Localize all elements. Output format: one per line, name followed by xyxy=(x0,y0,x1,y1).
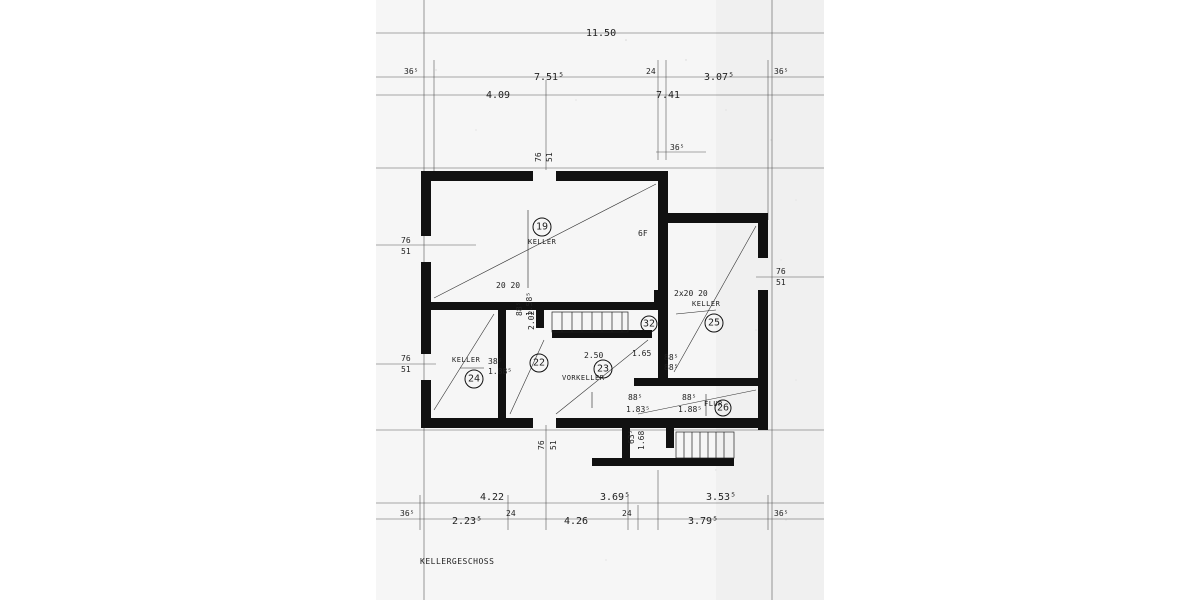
grey-scan-area xyxy=(716,0,824,600)
dim-int-1585: 1.58⁵ xyxy=(525,292,534,316)
room-label-19: KELLER xyxy=(528,238,557,246)
room-label-25: KELLER xyxy=(692,300,721,308)
room-diagonals xyxy=(433,183,757,415)
dim-int-1835: 1.83⁵ xyxy=(626,405,650,414)
room-circles xyxy=(464,217,732,417)
dim-int-202: 2.02 xyxy=(527,311,536,330)
dim-window-left2-a: 76 xyxy=(401,354,411,363)
stair-upper xyxy=(551,311,629,333)
room-number-24: 24 xyxy=(468,374,480,385)
dim-int-168: 1.68 xyxy=(637,431,646,450)
dim-int-885c: 88⁵ xyxy=(628,393,642,402)
dim-int-1885: 1.88⁵ xyxy=(678,405,702,414)
grid-lines xyxy=(376,0,824,600)
dim-int-2020: 20 20 xyxy=(496,281,520,290)
dim-top2-b: 7.41 xyxy=(656,90,680,101)
dim-top1-c: 24 xyxy=(646,67,656,76)
dim-int-2x2020: 2x20 20 xyxy=(674,289,708,298)
dim-bottom2-c: 24 xyxy=(506,509,516,518)
plan-sheet: 19 25 24 22 23 32 26 KELLER KELLER KELLE… xyxy=(376,0,824,600)
dim-top-365: 36⁵ xyxy=(670,143,684,152)
room-number-26: 26 xyxy=(717,403,729,414)
dim-bottom2-e: 24 xyxy=(622,509,632,518)
dim-int-385: 38⁵ xyxy=(488,357,502,366)
room-number-19: 19 xyxy=(536,222,548,233)
dim-bottom2-b: 2.23⁵ xyxy=(452,516,482,527)
dim-bottom1-b: 3.69⁵ xyxy=(600,492,630,503)
dim-top1-b: 7.51⁵ xyxy=(534,72,564,83)
room-label-24: KELLER xyxy=(452,356,481,364)
room-number-23: 23 xyxy=(597,364,609,375)
dim-window-bottom-a: 76 xyxy=(537,440,546,450)
dim-window-left2-b: 51 xyxy=(401,365,411,374)
dim-bottom2-a: 36⁵ xyxy=(400,509,414,518)
dim-int-885b: 88⁵ xyxy=(664,363,678,372)
room-label-23: VORKELLER xyxy=(562,374,605,382)
dim-bottom2-d: 4.26 xyxy=(564,516,588,527)
dim-window-bottom-b: 51 xyxy=(549,440,558,450)
dim-top1-e: 36⁵ xyxy=(774,67,788,76)
dim-top1-d: 3.07⁵ xyxy=(704,72,734,83)
room-number-25: 25 xyxy=(708,318,720,329)
dim-top2-a: 4.09 xyxy=(486,90,510,101)
dim-overall-top: 11.50 xyxy=(586,28,616,39)
dim-window-top-a: 76 xyxy=(534,152,543,162)
dim-int-885d: 88⁵ xyxy=(682,393,696,402)
dim-int-1885b: 1.88⁵ xyxy=(488,367,512,376)
room-label-26: FLUR xyxy=(704,400,723,408)
dim-int-165: 1.65 xyxy=(632,349,651,358)
dim-window-left-a: 76 xyxy=(401,236,411,245)
dim-window-top-b: 51 xyxy=(545,152,554,162)
stair-lower xyxy=(675,431,735,459)
dim-window-right-a: 76 xyxy=(776,267,786,276)
dimension-arrows xyxy=(460,210,717,416)
plan-title: KELLERGESCHOSS xyxy=(420,557,494,566)
dim-int-885a: 88⁵ xyxy=(664,353,678,362)
dim-window-right-b: 51 xyxy=(776,278,786,287)
dim-int-6f: 6F xyxy=(638,229,648,238)
floor-plan-drawing: 19 25 24 22 23 32 26 KELLER KELLER KELLE… xyxy=(376,0,824,600)
dim-bottom1-a: 4.22 xyxy=(480,492,504,503)
dim-bottom1-c: 3.53⁵ xyxy=(706,492,736,503)
room-number-32: 32 xyxy=(643,319,655,330)
dim-int-885e: 88⁵ xyxy=(515,302,524,316)
dim-bottom2-f: 3.79⁵ xyxy=(688,516,718,527)
dim-top1-a: 36⁵ xyxy=(404,67,418,76)
room-number-22: 22 xyxy=(533,358,545,369)
dim-window-left-b: 51 xyxy=(401,247,411,256)
dim-bottom2-g: 36⁵ xyxy=(774,509,788,518)
dim-int-635: 63⁵ xyxy=(627,430,636,444)
walls xyxy=(421,171,768,466)
dim-int-250: 2.50 xyxy=(584,351,603,360)
